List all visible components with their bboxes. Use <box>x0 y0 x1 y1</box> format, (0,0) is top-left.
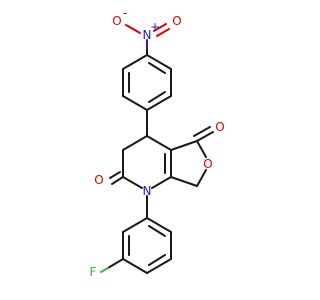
bond-ar2-c <box>122 258 148 274</box>
bonds <box>100 23 214 274</box>
bond-c2-o-a <box>111 176 124 185</box>
atom-ketone-o: O <box>215 120 224 134</box>
atom-nitro-o-minus-charge: - <box>123 6 127 20</box>
bond-ar1-a <box>122 54 148 70</box>
bond-c5-o6 <box>196 140 207 158</box>
atom-nitro-o: O <box>172 14 181 28</box>
bond-ar1-inner-c <box>148 91 166 103</box>
atom-ring-o: O <box>203 157 212 171</box>
molecule-structure: O - N + O O O O N F <box>90 6 225 279</box>
atom-labels: O - N + O O O O N F <box>90 6 225 279</box>
bond-c5-o-b <box>193 126 211 137</box>
bond-ar1-d <box>146 95 172 111</box>
bond-ar1-c <box>122 95 148 111</box>
bond-c5-o-a <box>196 131 214 142</box>
bond-ar2-d <box>146 258 172 274</box>
bond-c4a-c4 <box>146 135 172 151</box>
atom-nitro-n: N <box>143 28 152 42</box>
atom-amide-o: O <box>94 173 103 187</box>
bond-c-f-green <box>100 267 109 273</box>
bond-c2-o-b <box>109 171 121 179</box>
bond-c-f <box>107 258 124 269</box>
bond-n-ominus <box>125 24 141 34</box>
atom-fluorine: F <box>90 265 97 279</box>
bond-n1-c7a <box>151 176 172 189</box>
bond-c4-c3 <box>122 135 148 151</box>
bond-ar2-inner-b <box>148 225 166 237</box>
bond-ar2-f <box>146 217 172 233</box>
atom-nitro-n-charge: + <box>150 20 160 34</box>
bond-n-o-double-b <box>156 28 170 37</box>
bond-ar2-inner-c <box>148 254 166 266</box>
bond-c4a-c5 <box>170 140 198 151</box>
bond-c2-n1 <box>122 176 143 189</box>
bond-n-o-double-a <box>153 23 167 32</box>
atom-nitro-o-minus: O <box>112 14 121 28</box>
atom-amide-n: N <box>143 184 152 198</box>
bond-ar1-f <box>146 54 172 70</box>
bond-ar1-inner-b <box>148 62 166 74</box>
bond-ar2-a <box>122 217 148 233</box>
bond-o6-c7 <box>196 169 207 187</box>
bond-c7-c7a <box>170 176 198 187</box>
